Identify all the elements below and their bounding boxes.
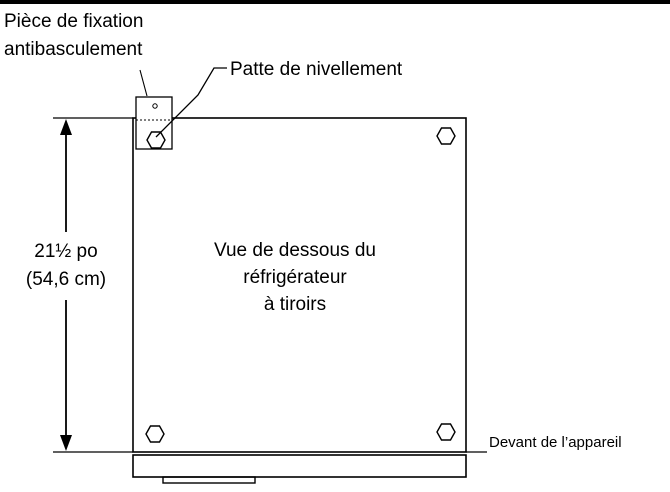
dimension-metric-label: (54,6 cm): [26, 269, 106, 290]
anti-tip-label-line2: antibasculement: [4, 39, 143, 60]
leveling-leg-bottom-right-icon: [436, 423, 456, 441]
front-of-unit-label: Devant de l’appareil: [489, 434, 622, 451]
top-border-bar: [0, 0, 670, 4]
leveling-leg-top-left-icon: [146, 131, 166, 149]
center-label-line1: Vue de dessous du: [214, 240, 376, 261]
height-dimension-arrow: [60, 119, 72, 451]
center-label-line2: réfrigérateur: [243, 267, 347, 288]
dimension-imperial-label: 21½ po: [34, 241, 97, 262]
anti-tip-leader-line: [139, 69, 148, 97]
leveling-leg-leader-line: [155, 67, 227, 138]
leveling-leg-label: Patte de nivellement: [230, 59, 403, 80]
front-foot-plate: [162, 476, 256, 484]
leveling-leg-top-right-icon: [436, 127, 456, 145]
center-label-line3: à tiroirs: [264, 294, 326, 315]
front-base-trim: [132, 454, 467, 478]
leveling-leg-bottom-left-icon: [145, 425, 165, 443]
anti-tip-label-line1: Pièce de fixation: [4, 11, 143, 32]
cabinet-outline: [132, 117, 467, 453]
